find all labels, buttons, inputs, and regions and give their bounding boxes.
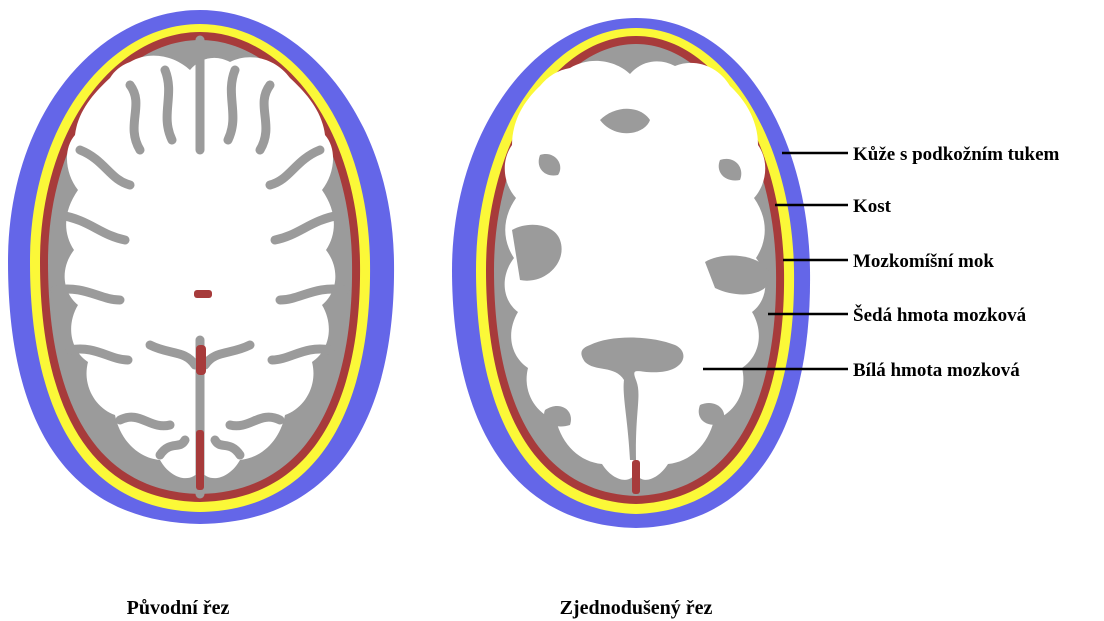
label-white-matter: Bílá hmota mozková [853, 360, 1020, 381]
caption-simplified: Zjednodušený řez [560, 597, 713, 619]
simplified-section [452, 18, 810, 528]
caption-original: Původní řez [127, 597, 230, 619]
label-csf: Mozkomíšní mok [853, 251, 994, 272]
csf-pockets [632, 460, 640, 494]
label-bone: Kost [853, 196, 892, 217]
original-section [8, 10, 394, 524]
label-grey-matter: Šedá hmota mozková [853, 304, 1027, 326]
label-skin: Kůže s podkožním tukem [853, 144, 1060, 165]
